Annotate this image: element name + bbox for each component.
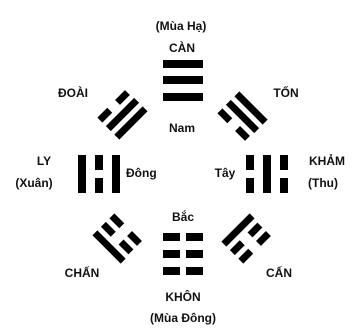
trigram-name-right: KHẢM <box>309 153 345 168</box>
trigram-bottom-left-line <box>109 213 125 229</box>
trigram-top-left-line <box>105 97 140 132</box>
trigram-bottom-right-line <box>229 240 245 256</box>
trigram-top-right-line <box>235 126 250 141</box>
trigram-bottom-line <box>163 233 180 241</box>
season-label-right: (Thu) <box>308 176 338 190</box>
trigram-bottom-line <box>186 233 203 241</box>
trigram-bottom-line <box>163 267 180 275</box>
trigram-bottom-left <box>92 213 142 264</box>
trigram-bottom-line <box>186 250 203 258</box>
trigram-bottom-right <box>221 213 271 264</box>
direction-label-right: Tây <box>215 166 236 180</box>
trigram-top-left <box>97 90 148 140</box>
trigram-bottom-right-line <box>256 231 271 246</box>
trigram-top-right-line <box>225 99 260 134</box>
trigram-top-line <box>163 76 203 84</box>
trigram-name-top-right: TỐN <box>273 85 298 100</box>
trigram-bottom-right-line <box>221 213 255 247</box>
trigram-right <box>246 155 288 193</box>
trigram-top-line <box>163 60 203 68</box>
trigram-bottom-left-line <box>100 221 116 237</box>
trigram-left <box>78 155 120 193</box>
trigram-right-line <box>246 155 254 170</box>
trigram-bottom-right-line <box>238 248 254 264</box>
direction-label-left: Đông <box>126 166 157 180</box>
trigram-bottom-line <box>186 267 203 275</box>
trigram-bottom <box>163 233 203 275</box>
trigram-top-left-line <box>114 106 148 140</box>
trigram-top <box>163 60 203 101</box>
direction-label-top: Nam <box>169 121 195 135</box>
trigram-left-line <box>95 155 103 170</box>
trigram-right-line <box>280 178 288 193</box>
trigram-name-bottom-right: CẤN <box>266 265 292 280</box>
trigram-top-line <box>163 93 203 101</box>
trigram-name-bottom-left: CHẤN <box>65 265 100 280</box>
trigram-name-bottom: KHÔN <box>165 289 200 304</box>
season-label-left: (Xuân) <box>15 176 52 190</box>
trigram-right-line <box>263 155 271 193</box>
trigram-top-left-line <box>97 107 113 123</box>
trigram-top-left-line <box>115 90 130 105</box>
trigram-right-line <box>280 155 288 170</box>
season-label-top: (Mùa Hạ) <box>156 19 207 33</box>
trigram-top-right <box>217 91 268 141</box>
trigram-name-can-top: CÀN <box>169 40 195 55</box>
trigram-bottom-right-line <box>247 222 263 238</box>
trigram-left-line <box>95 178 103 193</box>
trigram-right-line <box>246 178 254 193</box>
trigram-left-line <box>112 155 120 193</box>
trigram-top-right-line <box>217 108 233 124</box>
trigram-name-left: LY <box>37 154 51 168</box>
trigram-bottom-left-line <box>92 230 126 264</box>
trigram-left-line <box>78 155 86 193</box>
trigram-bottom-line <box>163 250 180 258</box>
trigram-top-right-line <box>234 91 268 125</box>
trigram-bottom-left-line <box>127 231 142 246</box>
direction-label-bottom: Bắc <box>172 209 194 224</box>
trigram-bottom-left-line <box>118 239 134 255</box>
trigram-name-top-left: ĐOÀI <box>58 85 88 100</box>
season-label-bottom: (Mùa Đông) <box>150 311 216 325</box>
